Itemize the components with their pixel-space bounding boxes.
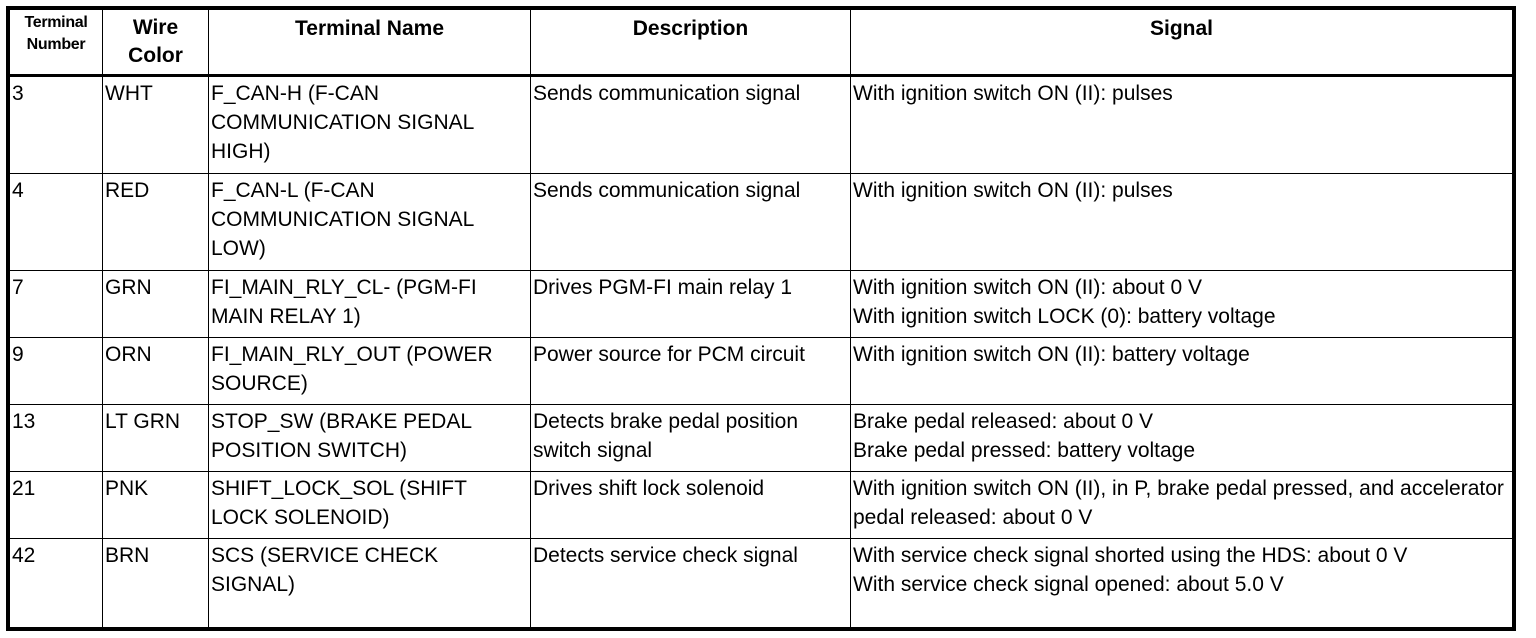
signal-line: With service check signal shorted using …: [853, 544, 1408, 567]
cell-terminal-number: 42: [9, 538, 103, 628]
signal-line: With ignition switch LOCK (0): battery v…: [853, 305, 1276, 328]
cell-terminal-number: 3: [9, 75, 103, 174]
table-header-row: Terminal Number Wire Color Terminal Name…: [9, 9, 1513, 77]
table-row: 13 LT GRN STOP_SW (BRAKE PEDAL POSITION …: [9, 404, 1513, 472]
cell-terminal-name: FI_MAIN_RLY_OUT (POWER SOURCE): [208, 337, 531, 405]
cell-signal: With ignition switch ON (II): battery vo…: [850, 337, 1513, 405]
table-row: 4 RED F_CAN-L (F-CAN COMMUNICATION SIGNA…: [9, 173, 1513, 271]
cell-wire-color: LT GRN: [102, 404, 209, 472]
table-row: 9 ORN FI_MAIN_RLY_OUT (POWER SOURCE) Pow…: [9, 337, 1513, 405]
header-terminal-name: Terminal Name: [208, 9, 531, 77]
header-description: Description: [530, 9, 851, 77]
signal-line: Brake pedal pressed: battery voltage: [853, 439, 1196, 462]
cell-signal: With ignition switch ON (II), in P, brak…: [850, 471, 1513, 539]
signal-line: With ignition switch ON (II): battery vo…: [853, 343, 1250, 366]
cell-wire-color: WHT: [102, 75, 209, 174]
cell-terminal-number: 7: [9, 270, 103, 338]
cell-terminal-name: SHIFT_LOCK_SOL (SHIFT LOCK SOLENOID): [208, 471, 531, 539]
signal-line: With ignition switch ON (II): about 0 V: [853, 276, 1202, 299]
header-wire-color: Wire Color: [102, 9, 209, 77]
cell-signal: Brake pedal released: about 0 V Brake pe…: [850, 404, 1513, 472]
cell-wire-color: RED: [102, 173, 209, 271]
cell-terminal-number: 9: [9, 337, 103, 405]
cell-description: Sends communication signal: [530, 173, 851, 271]
table-row: 42 BRN SCS (SERVICE CHECK SIGNAL) Detect…: [9, 538, 1513, 628]
table-row: 7 GRN FI_MAIN_RLY_CL- (PGM-FI MAIN RELAY…: [9, 270, 1513, 338]
signal-line: Brake pedal released: about 0 V: [853, 410, 1154, 433]
cell-wire-color: GRN: [102, 270, 209, 338]
cell-wire-color: PNK: [102, 471, 209, 539]
terminal-table-container: Terminal Number Wire Color Terminal Name…: [6, 6, 1516, 631]
cell-description: Sends communication signal: [530, 75, 851, 174]
table-row: 21 PNK SHIFT_LOCK_SOL (SHIFT LOCK SOLENO…: [9, 471, 1513, 539]
cell-description: Detects service check signal: [530, 538, 851, 628]
terminal-table: Terminal Number Wire Color Terminal Name…: [9, 9, 1513, 628]
cell-terminal-number: 4: [9, 173, 103, 271]
cell-signal: With ignition switch ON (II): pulses: [850, 75, 1513, 174]
cell-description: Drives PGM-FI main relay 1: [530, 270, 851, 338]
cell-terminal-name: STOP_SW (BRAKE PEDAL POSITION SWITCH): [208, 404, 531, 472]
cell-terminal-number: 13: [9, 404, 103, 472]
cell-wire-color: ORN: [102, 337, 209, 405]
cell-terminal-name: F_CAN-H (F-CAN COMMUNICATION SIGNAL HIGH…: [208, 75, 531, 174]
cell-signal: With ignition switch ON (II): pulses: [850, 173, 1513, 271]
cell-description: Drives shift lock solenoid: [530, 471, 851, 539]
cell-signal: With service check signal shorted using …: [850, 538, 1513, 628]
cell-terminal-name: SCS (SERVICE CHECK SIGNAL): [208, 538, 531, 628]
signal-line: With ignition switch ON (II): pulses: [853, 82, 1173, 105]
signal-line: With ignition switch ON (II): pulses: [853, 179, 1173, 202]
cell-terminal-name: F_CAN-L (F-CAN COMMUNICATION SIGNAL LOW): [208, 173, 531, 271]
table-row: 3 WHT F_CAN-H (F-CAN COMMUNICATION SIGNA…: [9, 75, 1513, 174]
header-signal: Signal: [850, 9, 1513, 77]
header-terminal-number: Terminal Number: [9, 9, 103, 77]
cell-terminal-number: 21: [9, 471, 103, 539]
signal-line: With service check signal opened: about …: [853, 573, 1284, 596]
cell-terminal-name: FI_MAIN_RLY_CL- (PGM-FI MAIN RELAY 1): [208, 270, 531, 338]
cell-wire-color: BRN: [102, 538, 209, 628]
cell-description: Detects brake pedal position switch sign…: [530, 404, 851, 472]
cell-description: Power source for PCM circuit: [530, 337, 851, 405]
cell-signal: With ignition switch ON (II): about 0 V …: [850, 270, 1513, 338]
